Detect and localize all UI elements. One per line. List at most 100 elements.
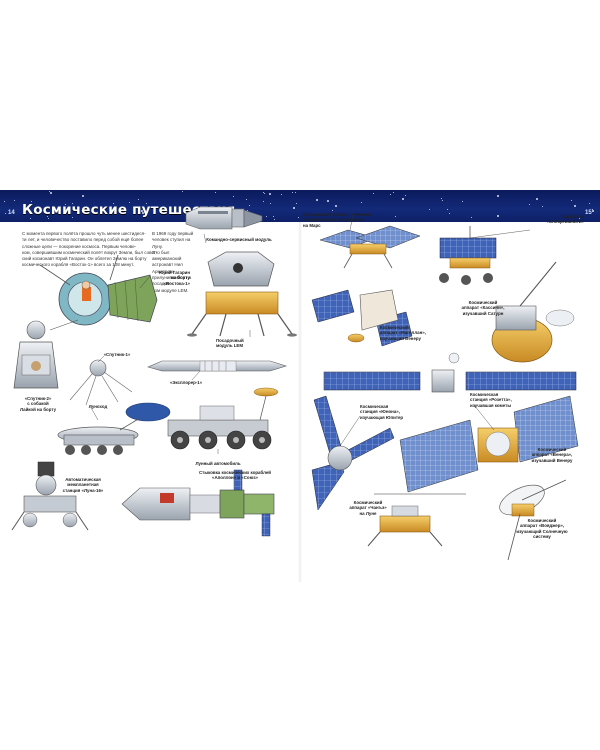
band-star <box>214 192 216 194</box>
band-star <box>360 202 362 204</box>
band-star <box>293 206 296 209</box>
band-star <box>295 191 297 193</box>
caption-phoenix: Космический аппарат «Феникс», созданный … <box>303 212 374 228</box>
caption-rosetta: Космическая станция «Розетта», изучавшая… <box>470 392 512 408</box>
band-star <box>394 216 396 218</box>
band-star <box>145 203 147 205</box>
band-star <box>47 217 49 219</box>
band-star <box>428 209 430 211</box>
band-star <box>65 204 67 206</box>
apollo-soyuz-illustration <box>121 469 275 537</box>
band-star <box>496 195 499 198</box>
lunar-rover-illustration <box>167 387 279 450</box>
band-star <box>274 219 276 220</box>
explorer-1-illustration <box>147 360 288 372</box>
band-star <box>71 216 73 218</box>
caption-magellan: Космический аппарат «Магеллан», изучавши… <box>380 325 426 341</box>
band-star <box>48 190 50 192</box>
band-star <box>335 204 338 207</box>
band-star <box>390 194 392 196</box>
sputnik-1-illustration <box>69 359 133 406</box>
band-star <box>541 205 543 207</box>
band-star <box>292 191 293 193</box>
band-star <box>446 209 448 211</box>
cassini-illustration <box>491 261 575 363</box>
caption-lunar-rover: Лунный автомобиль <box>195 461 241 466</box>
caption-explorer-1: «Эксплорер-1» <box>169 380 203 385</box>
band-star <box>470 217 472 219</box>
title-band <box>0 190 600 222</box>
band-star <box>462 200 464 202</box>
rosetta-illustration <box>399 395 579 493</box>
voyager-illustration <box>499 479 567 561</box>
band-star <box>298 217 300 219</box>
caption-luna-16: Автоматическая межпланетная станция «Лун… <box>62 477 104 493</box>
band-star <box>571 199 573 201</box>
band-star <box>30 201 32 203</box>
opportunity-illustration <box>439 226 497 285</box>
band-star <box>269 192 272 195</box>
band-star <box>296 203 298 205</box>
lem-illustration <box>187 251 297 337</box>
band-star <box>29 218 31 220</box>
caption-command-module: Командно-сервисный модуль <box>206 237 272 242</box>
band-star <box>113 202 115 204</box>
band-star <box>245 198 247 200</box>
band-star <box>496 215 499 218</box>
change-illustration <box>367 493 466 547</box>
band-star <box>401 198 404 201</box>
book-gutter <box>298 222 302 582</box>
band-star <box>262 201 264 203</box>
band-star <box>5 212 7 214</box>
caption-cassini: Космический аппарат «Кассини», изучавший… <box>461 300 505 316</box>
caption-sputnik-1: «Спутник-1» <box>103 352 131 357</box>
juno-illustration <box>311 395 395 511</box>
caption-opportunity: Марсоход «Оппортьюнити» <box>546 214 584 225</box>
band-star <box>448 213 450 215</box>
band-star <box>46 216 48 218</box>
band-star <box>441 200 443 202</box>
band-star <box>573 205 576 208</box>
band-star <box>141 212 144 215</box>
lunokhod-illustration <box>57 402 171 455</box>
band-star <box>269 203 271 205</box>
page-title: Космические путешествия <box>22 202 236 218</box>
vostok-1-illustration <box>39 254 158 326</box>
solar-array-illustration <box>323 352 577 393</box>
band-star <box>331 209 333 211</box>
page-number-left: 14 <box>8 210 15 216</box>
caption-gagarin: Юрий Гагарин на борту «Востока-1» <box>158 270 190 286</box>
caption-lem: Посадочный модуль LEM <box>216 338 244 349</box>
band-star <box>440 198 442 199</box>
leader-lines <box>89 209 531 454</box>
band-star <box>49 192 52 195</box>
band-star <box>373 192 375 194</box>
band-star <box>528 204 530 206</box>
band-star <box>140 210 143 213</box>
caption-sputnik-2: «Спутник-2» с собакой Лайкой на борту <box>19 396 57 412</box>
band-star <box>81 194 84 197</box>
band-star <box>591 209 593 211</box>
caption-apollo-soyuz: Стыковка космических кораблей «Аполлон» … <box>199 470 271 481</box>
band-star <box>161 212 163 214</box>
band-star <box>72 203 74 205</box>
magellan-illustration <box>311 289 413 347</box>
caption-change: Космический аппарат «Чанъэ» на Луне <box>349 500 387 516</box>
intro-text-left: С момента первого полёта прошло чуть мен… <box>22 231 158 268</box>
band-star <box>232 195 234 197</box>
caption-venera: Космический аппарат «Венера», изучавший … <box>531 447 573 463</box>
caption-voyager: Космический аппарат «Вояджер», изучающий… <box>516 518 568 540</box>
intro-text-right: В 1969 году первый человек ступил на Лун… <box>152 231 194 293</box>
band-star <box>265 216 267 218</box>
band-star <box>272 216 274 218</box>
band-star <box>535 197 538 200</box>
band-star <box>579 217 581 219</box>
band-star <box>92 211 94 213</box>
band-star <box>315 199 318 202</box>
band-star <box>14 199 16 201</box>
band-star <box>137 198 139 200</box>
band-star <box>263 192 265 194</box>
band-star <box>128 201 130 203</box>
band-star <box>4 200 6 202</box>
